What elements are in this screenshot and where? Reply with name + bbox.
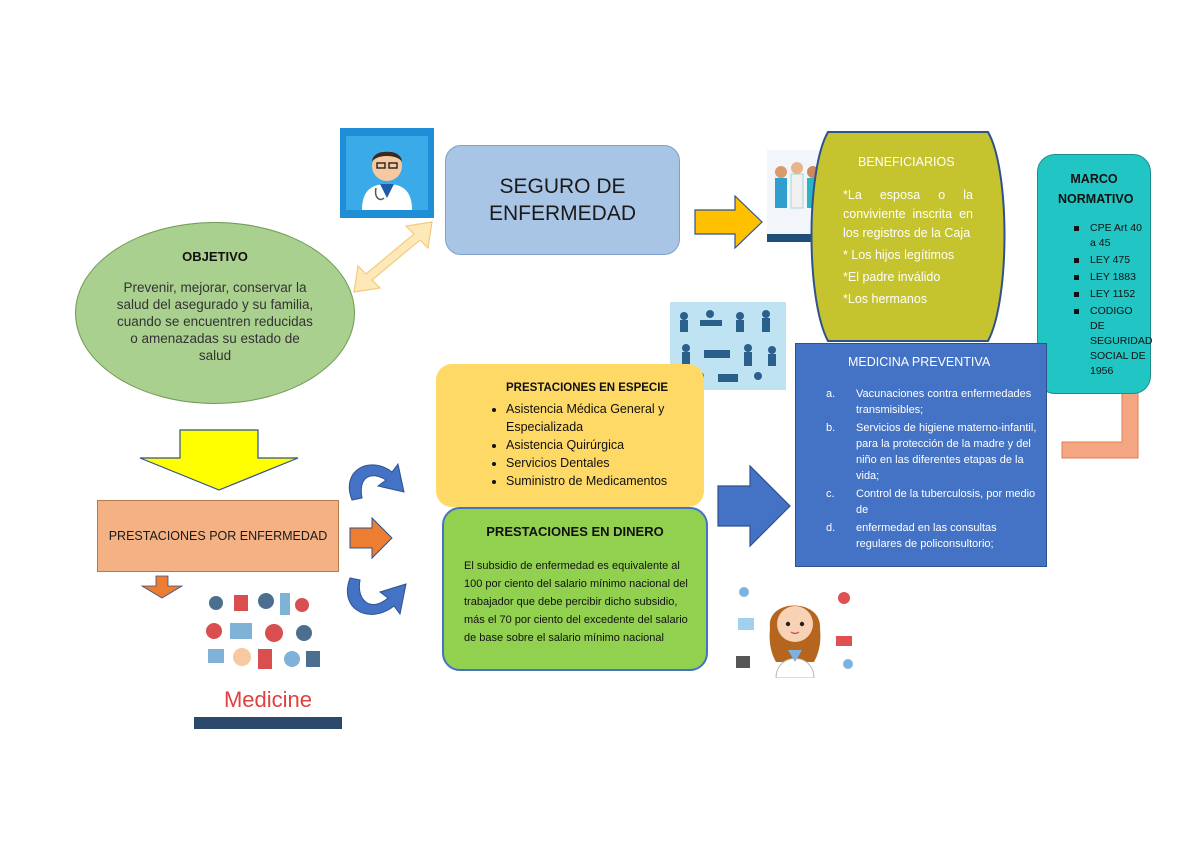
prestaciones-enfermedad-title: PRESTACIONES POR ENFERMEDAD bbox=[108, 529, 328, 543]
item-marker: c. bbox=[826, 488, 835, 500]
preventiva-item: d. enfermedad en las consultas regulares … bbox=[826, 520, 1041, 552]
item-marker: d. bbox=[826, 522, 836, 534]
item-text: Control de la tuberculosis, por medio de bbox=[856, 488, 1036, 516]
node-prestaciones-dinero: PRESTACIONES EN DINERO El subsidio de en… bbox=[442, 507, 708, 671]
beneficiarios-list: *La esposa o la conviviente inscrita en … bbox=[843, 186, 973, 309]
node-prestaciones-especie: PRESTACIONES EN ESPECIE Asistencia Médic… bbox=[436, 364, 704, 507]
doctor-illustration bbox=[340, 128, 434, 218]
beneficiarios-shape bbox=[810, 131, 1006, 342]
node-beneficiarios: BENEFICIARIOS *La esposa o la convivient… bbox=[810, 130, 1010, 343]
marco-item: LEY 1152 bbox=[1074, 287, 1150, 302]
beneficiario-item: * Los hijos legítimos bbox=[843, 248, 955, 262]
marco-title: MARCO NORMATIVO bbox=[1058, 172, 1134, 206]
especie-item: Asistencia Médica General y Especializad… bbox=[506, 400, 706, 436]
nurse-illustration bbox=[730, 578, 860, 679]
beneficiarios-title: BENEFICIARIOS bbox=[858, 155, 955, 169]
preventiva-list: a. Vacunaciones contra enfermedades trans… bbox=[826, 386, 1041, 554]
node-marco-normativo: MARCO NORMATIVO CPE Art 40 a 45 LEY 475 … bbox=[1037, 154, 1153, 394]
dinero-title: PRESTACIONES EN DINERO bbox=[486, 524, 664, 539]
item-text: enfermedad en las consultas regulares de… bbox=[856, 522, 997, 550]
objetivo-text: Prevenir, mejorar, conservar la salud de… bbox=[116, 280, 314, 363]
item-marker: b. bbox=[826, 422, 836, 434]
connector-marco bbox=[1061, 391, 1139, 459]
node-objetivo: OBJETIVO Prevenir, mejorar, conservar la… bbox=[75, 222, 355, 404]
medicine-label: Medicine bbox=[223, 687, 313, 712]
arrow-objetivo-down bbox=[139, 429, 299, 491]
beneficiario-item: *Los hermanos bbox=[843, 292, 928, 306]
item-text: Vacunaciones contra enfermedades transmi… bbox=[856, 388, 1032, 416]
especie-item: Suministro de Medicamentos bbox=[506, 472, 706, 490]
node-seguro-enfermedad: SEGURO DE ENFERMEDAD bbox=[445, 145, 680, 255]
dinero-text: El subsidio de enfermedad es equivalente… bbox=[464, 560, 688, 644]
marco-item: LEY 1883 bbox=[1074, 270, 1150, 285]
marco-item: CODIGO DE SEGURIDAD SOCIAL DE 1956 bbox=[1074, 305, 1153, 377]
objetivo-title: OBJETIVO bbox=[182, 249, 248, 264]
curved-arrow-upper bbox=[348, 462, 405, 501]
marco-list: CPE Art 40 a 45 LEY 475 LEY 1883 LEY 115… bbox=[1074, 221, 1153, 381]
node-prestaciones-enfermedad: PRESTACIONES POR ENFERMEDAD bbox=[97, 500, 339, 572]
preventiva-title: MEDICINA PREVENTIVA bbox=[848, 355, 991, 369]
preventiva-item: a. Vacunaciones contra enfermedades trans… bbox=[826, 386, 1041, 418]
item-marker: a. bbox=[826, 388, 836, 400]
seguro-title: SEGURO DE ENFERMEDAD bbox=[488, 175, 636, 225]
arrow-to-preventiva bbox=[717, 464, 791, 548]
especie-item: Asistencia Quirúrgica bbox=[506, 436, 706, 454]
item-text: Servicios de higiene materno-infantil, p… bbox=[856, 422, 1037, 482]
preventiva-item: c. Control de la tuberculosis, por medio … bbox=[826, 486, 1041, 518]
double-arrow-objetivo-seguro bbox=[353, 221, 433, 293]
especie-item: Servicios Dentales bbox=[506, 454, 706, 472]
arrow-prestaciones-down bbox=[140, 575, 184, 599]
arrow-seguro-beneficiarios bbox=[694, 194, 763, 250]
marco-item: CPE Art 40 a 45 bbox=[1074, 221, 1150, 251]
preventiva-item: b. Servicios de higiene materno-infantil,… bbox=[826, 420, 1041, 484]
beneficiario-item: *La esposa o la conviviente inscrita en … bbox=[843, 188, 973, 240]
node-medicina-preventiva: MEDICINA PREVENTIVA a. Vacunaciones contr… bbox=[795, 343, 1047, 567]
especie-list: Asistencia Médica General y Especializad… bbox=[488, 400, 706, 490]
arrow-prestaciones-right bbox=[349, 516, 393, 560]
marco-item: LEY 475 bbox=[1074, 253, 1150, 268]
especie-title: PRESTACIONES EN ESPECIE bbox=[506, 382, 669, 394]
medicine-poster: Medicine bbox=[194, 583, 342, 729]
beneficiario-item: *El padre inválido bbox=[843, 270, 941, 284]
curved-arrow-lower bbox=[347, 577, 407, 616]
